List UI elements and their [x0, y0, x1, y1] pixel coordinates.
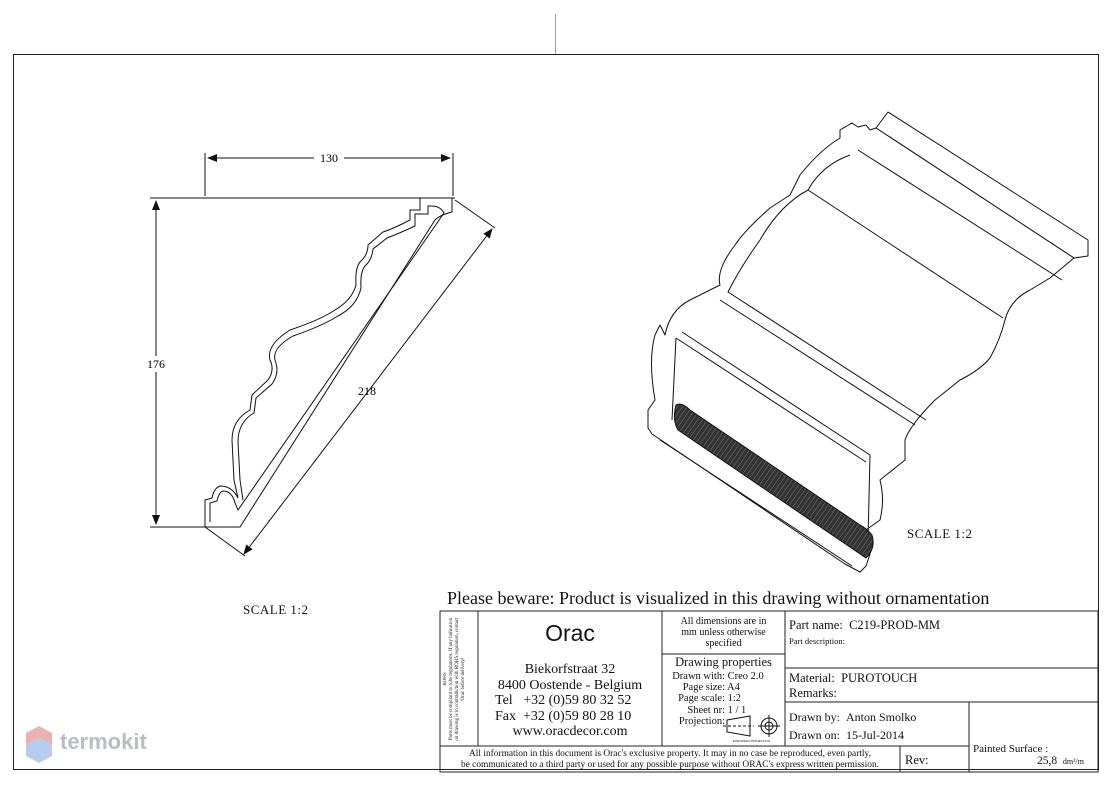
rohs-note: ROHS Parts must be compliant to rohs reg… [443, 615, 476, 743]
profile-outer [204, 197, 453, 528]
painted-surface-unit: dm²/m [1062, 757, 1084, 766]
page-size-value: A4 [727, 682, 740, 694]
watermark-text: termokit [60, 729, 147, 754]
revision-label: Rev: [905, 753, 929, 767]
legal-line-2: be communicated to a third party or used… [460, 759, 880, 770]
projection-caption: EUROPEAN PROJECTION [733, 739, 771, 743]
company-address-2: 8400 Oostende - Belgium [497, 678, 643, 693]
drawn-with-label: Drawn with: [672, 671, 725, 682]
isometric-view [647, 111, 1089, 573]
company-name: Orac [545, 620, 595, 646]
scale-label-isometric: SCALE 1:2 [907, 526, 973, 541]
part-name-label: Part name: [789, 618, 843, 632]
drawn-by-row: Drawn by: Anton Smolko [789, 710, 916, 725]
company-tel: Tel +32 (0)59 80 32 52 [495, 693, 631, 709]
watermark-logo-icon [24, 724, 54, 764]
sheet-value: 1 / 1 [727, 704, 747, 716]
part-name-row: Part name: C219-PROD-MM [789, 618, 940, 633]
drawing-properties-list: Drawn with: Creo 2.0 Page size: A4 Page … [666, 671, 764, 727]
remarks-label: Remarks: [789, 686, 837, 700]
section-profile [204, 197, 453, 528]
page-size-label: Page size: [682, 682, 725, 694]
legal-notice: All information in this document is Orac… [440, 749, 900, 770]
part-description-label: Part description: [789, 636, 845, 646]
drawn-on-label: Drawn on: [789, 728, 840, 742]
fax-label: Fax [495, 709, 516, 724]
title-block-grid [439, 610, 1099, 773]
material-value: PUROTOUCH [841, 671, 918, 685]
units-note-line-1: All dimensions are in [680, 616, 767, 627]
tel-label: Tel [495, 693, 513, 708]
dim-diagonal: 218 [358, 384, 376, 398]
drawn-with-value: Creo 2.0 [727, 671, 764, 682]
profile-inner [209, 205, 445, 522]
page-scale-value: 1:2 [727, 693, 742, 705]
painted-surface-value: 25,8 [1037, 755, 1058, 767]
tel-value: +32 (0)59 80 32 52 [523, 693, 632, 708]
material-row: Material: PUROTOUCH [789, 671, 917, 686]
units-note: All dimensions are in mm unless otherwis… [662, 616, 785, 649]
rohs-text: Parts must be compliant to rohs regulati… [449, 617, 466, 741]
company-address-1: Biekorfstraat 32 [524, 662, 616, 677]
painted-surface-label: Painted Surface : [973, 743, 1049, 755]
part-name-value: C219-PROD-MM [849, 618, 941, 632]
drawing-properties-title: Drawing properties [675, 655, 772, 669]
drawn-on-value: 15-Jul-2014 [846, 728, 904, 742]
sheet-label: Sheet nr: [687, 704, 725, 716]
drawn-on-row: Drawn on: 15-Jul-2014 [789, 728, 904, 743]
company-website: www.oracdecor.com [512, 724, 628, 739]
units-note-line-3: specified [705, 638, 742, 649]
drawing-frame [13, 54, 1099, 770]
painted-surface-row: 25,8 dm²/m [1037, 755, 1084, 767]
fax-value: +32 (0)59 80 28 10 [523, 709, 632, 724]
legal-line-1: All information in this document is Orac… [469, 749, 871, 759]
material-label: Material: [789, 671, 835, 685]
page-scale-label: Page scale: [678, 693, 725, 705]
drawn-by-label: Drawn by: [789, 710, 840, 724]
projection-label: Projection: [678, 715, 725, 727]
dim-width: 130 [320, 151, 338, 165]
drawn-by-value: Anton Smolko [846, 710, 917, 724]
company-fax: Fax +32 (0)59 80 28 10 [495, 709, 631, 725]
registration-mark [555, 14, 556, 54]
scale-label-section: SCALE 1:2 [243, 602, 309, 617]
ornamentation-notice: Please beware: Product is visualized in … [447, 588, 990, 608]
units-note-line-2: mm unless otherwise [681, 627, 766, 638]
projection-symbol [723, 715, 780, 737]
dim-height: 176 [147, 357, 165, 371]
